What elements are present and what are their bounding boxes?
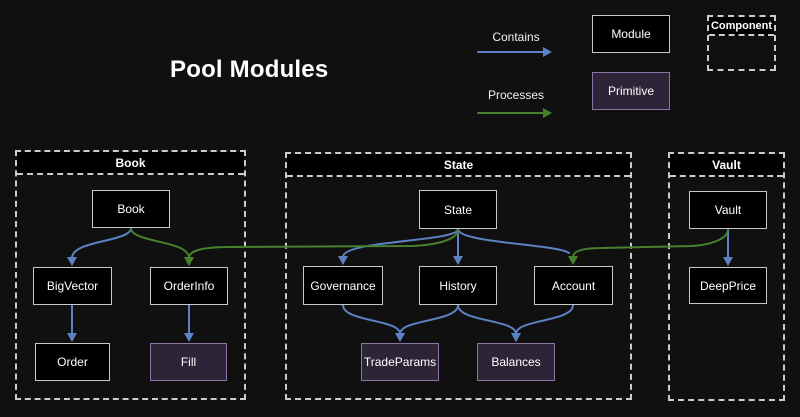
node-book: Book (92, 190, 170, 228)
node-bigvector: BigVector (33, 267, 112, 305)
cluster-vault-label: Vault (712, 157, 741, 172)
node-vault: Vault (689, 191, 767, 229)
node-governance-label: Governance (310, 278, 376, 293)
node-fill-label: Fill (180, 355, 197, 369)
cluster-state-header: State (287, 154, 630, 177)
node-order: Order (35, 343, 110, 381)
node-history: History (419, 266, 497, 305)
node-governance: Governance (303, 266, 383, 305)
node-balances-label: Balances (491, 355, 541, 369)
cluster-book: Book (15, 150, 246, 400)
node-orderinfo: OrderInfo (150, 267, 228, 305)
node-account-label: Account (551, 278, 596, 293)
node-vault-label: Vault (714, 203, 742, 217)
node-book-label: Book (117, 202, 145, 216)
legend-processes-label: Processes (487, 88, 545, 102)
cluster-book-header: Book (17, 152, 244, 175)
node-bigvector-label: BigVector (46, 279, 99, 293)
legend-primitive-label: Primitive (607, 84, 654, 98)
node-orderinfo-label: OrderInfo (163, 279, 215, 293)
node-state-label: State (443, 202, 473, 217)
diagram-title: Pool Modules (170, 56, 329, 83)
node-fill: Fill (150, 343, 227, 381)
node-tradeparams-label: TradeParams (363, 355, 437, 369)
node-balances: Balances (477, 343, 555, 381)
cluster-state-label: State (443, 157, 474, 172)
legend-component-header: Component (709, 17, 774, 36)
cluster-vault-header: Vault (670, 154, 783, 177)
legend-contains-label: Contains (492, 30, 540, 44)
legend-primitive-box: Primitive (592, 72, 670, 110)
node-history-label: History (439, 278, 477, 293)
cluster-book-label: Book (115, 155, 146, 170)
node-account: Account (534, 266, 613, 305)
legend-module-label: Module (611, 27, 651, 41)
cluster-state: State (285, 152, 632, 400)
node-state: State (419, 190, 497, 229)
legend-component-label: Component (710, 19, 773, 32)
cluster-vault: Vault (668, 152, 785, 401)
node-tradeparams: TradeParams (361, 343, 439, 381)
node-deepprice-label: DeepPrice (699, 278, 757, 293)
node-order-label: Order (57, 355, 88, 369)
legend-component-box: Component (707, 15, 776, 71)
node-deepprice: DeepPrice (689, 267, 767, 304)
legend-module-box: Module (592, 15, 670, 53)
